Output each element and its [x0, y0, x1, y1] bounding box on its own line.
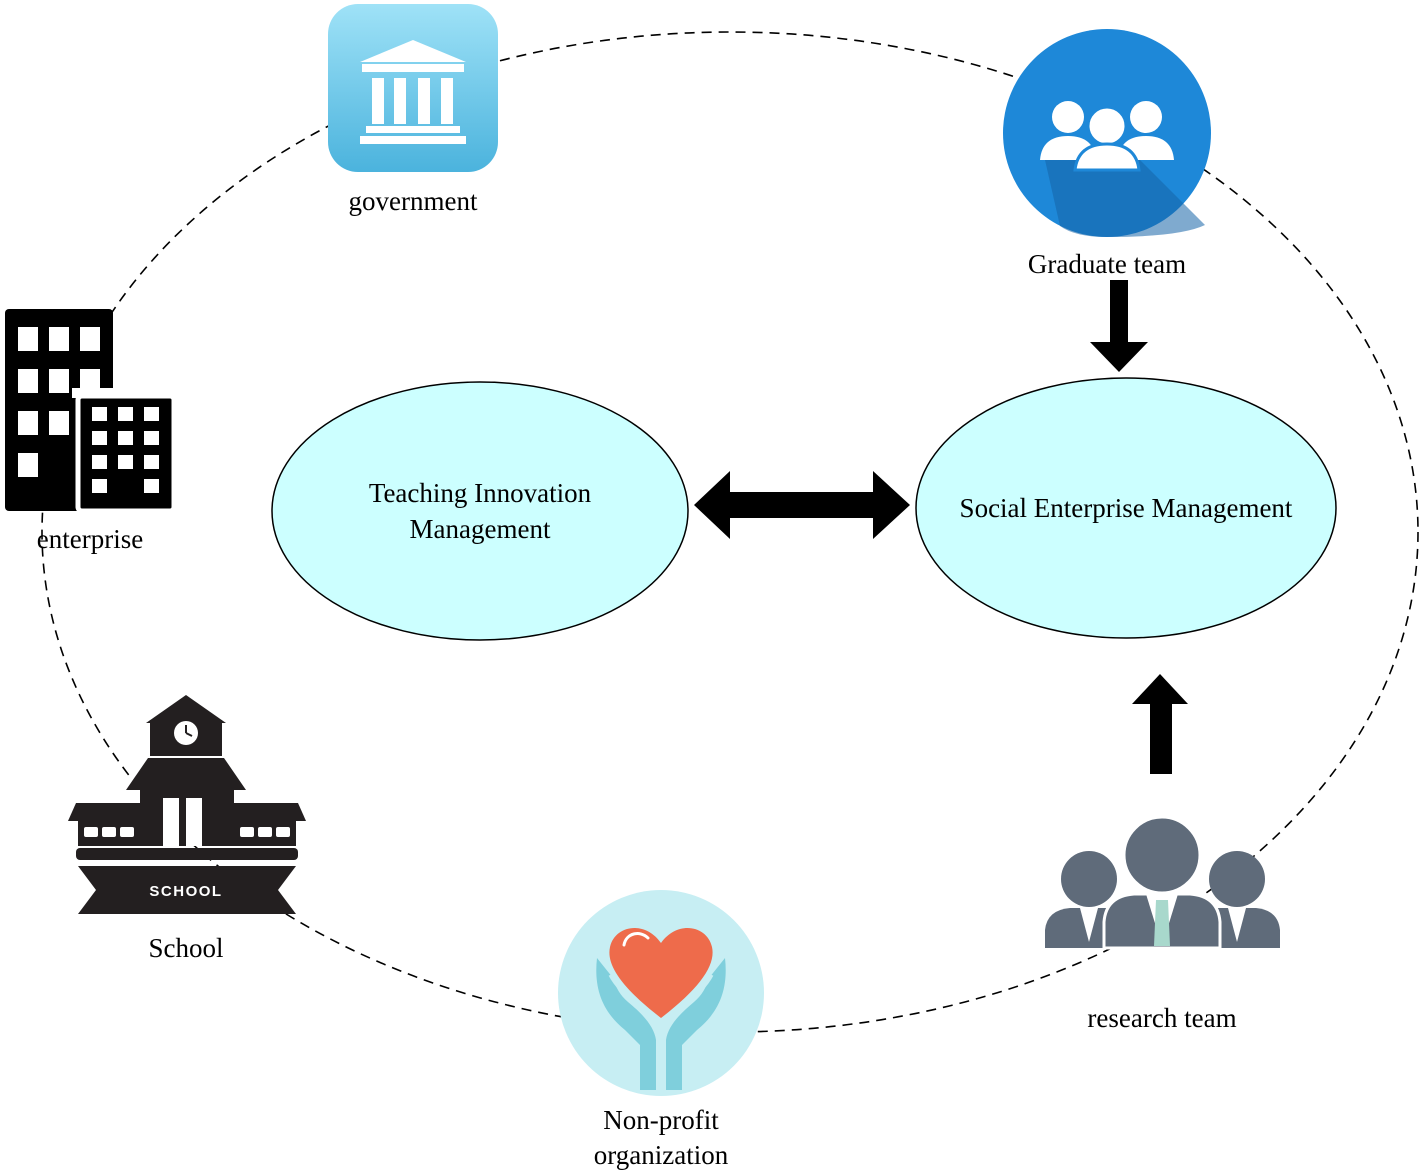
school-building-icon: [68, 695, 306, 914]
office-buildings-icon: [5, 309, 178, 514]
research-team-label: research team: [1087, 1003, 1236, 1033]
nonprofit-label-line1: Non-profit: [603, 1105, 719, 1135]
nonprofit-label-line2: organization: [594, 1140, 729, 1170]
enterprise-label: enterprise: [37, 524, 143, 554]
group-people-icon: [1003, 29, 1211, 237]
arrow-up-research-to-social: [1132, 674, 1188, 774]
arrow-down-graduate-to-social: [1090, 280, 1148, 372]
school-label: School: [148, 933, 223, 963]
government-label: government: [349, 186, 478, 216]
graduate-team-label: Graduate team: [1028, 249, 1186, 279]
bidirectional-arrow: [694, 471, 910, 539]
business-team-icon: [1045, 815, 1280, 950]
heart-hands-icon: [558, 890, 764, 1096]
teaching-innovation-node: [271, 381, 689, 641]
school-banner-text: SCHOOL: [149, 883, 222, 900]
teaching-innovation-line2: Management: [410, 514, 551, 544]
social-enterprise-node: [915, 377, 1337, 639]
government-icon: [328, 4, 498, 172]
teaching-innovation-line1: Teaching Innovation: [369, 478, 592, 508]
social-enterprise-label: Social Enterprise Management: [960, 493, 1293, 523]
